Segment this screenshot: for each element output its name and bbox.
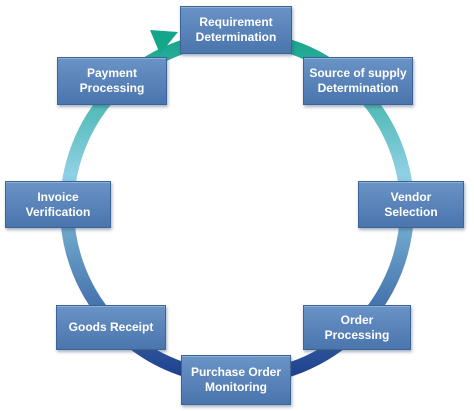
step-vendor-selection: Vendor Selection: [358, 181, 464, 228]
step-label: Invoice Verification: [25, 189, 91, 219]
step-goods-receipt: Goods Receipt: [56, 305, 166, 350]
step-label: Goods Receipt: [68, 320, 154, 334]
step-payment-processing: Payment Processing: [57, 57, 167, 105]
step-label: Purchase Order Monitoring: [190, 365, 282, 394]
step-purchase-order-monitoring: Purchase Order Monitoring: [181, 355, 291, 405]
step-requirement-determination: Requirement Determination: [180, 6, 292, 54]
step-order-processing: Order Processing: [303, 305, 411, 350]
step-source-of-supply-determination: Source of supply Determination: [303, 57, 413, 105]
step-label: Source of supply Determination: [309, 66, 407, 95]
step-invoice-verification: Invoice Verification: [5, 181, 111, 228]
step-label: Order Processing: [324, 312, 390, 342]
cycle-arrowhead-icon: [150, 30, 178, 54]
step-label: Requirement Determination: [195, 15, 277, 44]
step-label: Vendor Selection: [384, 189, 438, 219]
step-label: Payment Processing: [79, 66, 145, 95]
